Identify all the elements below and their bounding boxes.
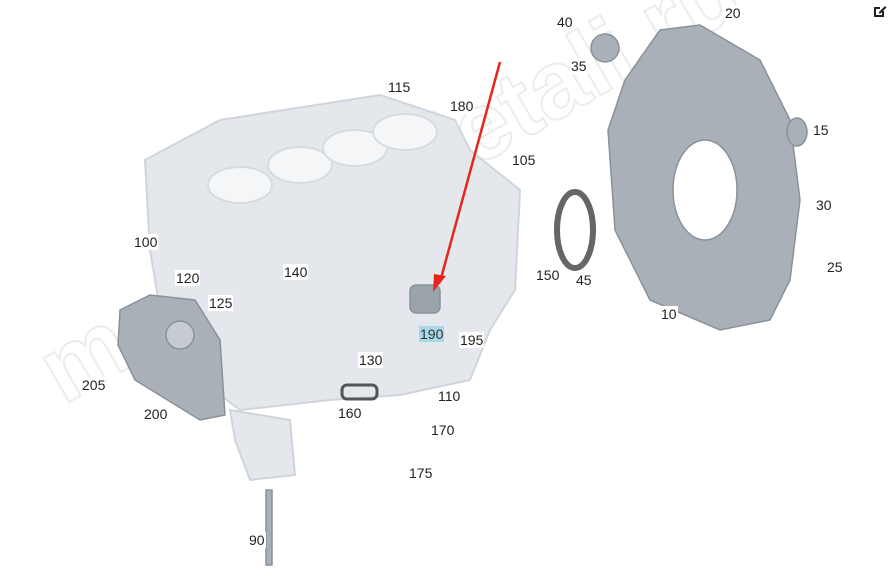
part-label-105[interactable]: 105 [511,152,537,168]
part-label-110[interactable]: 110 [437,388,462,404]
part-label-15[interactable]: 15 [812,122,830,138]
part-label-125[interactable]: 125 [208,295,234,311]
part-label-10[interactable]: 10 [660,306,678,322]
part-label-25[interactable]: 25 [826,259,844,275]
edit-icon[interactable] [872,3,888,19]
part-label-170[interactable]: 170 [430,422,456,438]
part-label-30[interactable]: 30 [815,197,833,213]
part-label-100[interactable]: 100 [133,234,159,250]
part-label-175[interactable]: 175 [408,465,434,481]
part-label-130[interactable]: 130 [358,352,384,368]
part-label-180[interactable]: 180 [449,98,475,114]
part-label-35[interactable]: 35 [570,58,588,74]
part-label-160[interactable]: 160 [337,405,363,421]
part-label-115[interactable]: 115 [387,79,412,95]
part-label-20[interactable]: 20 [724,5,742,21]
part-label-40[interactable]: 40 [556,14,574,30]
part-label-195[interactable]: 195 [459,332,485,348]
red-arrow [438,61,502,283]
part-label-45[interactable]: 45 [575,272,593,288]
part-label-140[interactable]: 140 [283,264,309,280]
rear-seal-cover [117,294,226,421]
part-label-150[interactable]: 150 [535,267,561,283]
oil-pan-bracket [228,408,297,482]
part-label-190-selected[interactable]: 190 [419,326,445,342]
part-label-205[interactable]: 205 [81,377,107,393]
part-label-90[interactable]: 90 [248,532,266,548]
part-label-120[interactable]: 120 [175,270,201,286]
part-label-200[interactable]: 200 [143,406,169,422]
